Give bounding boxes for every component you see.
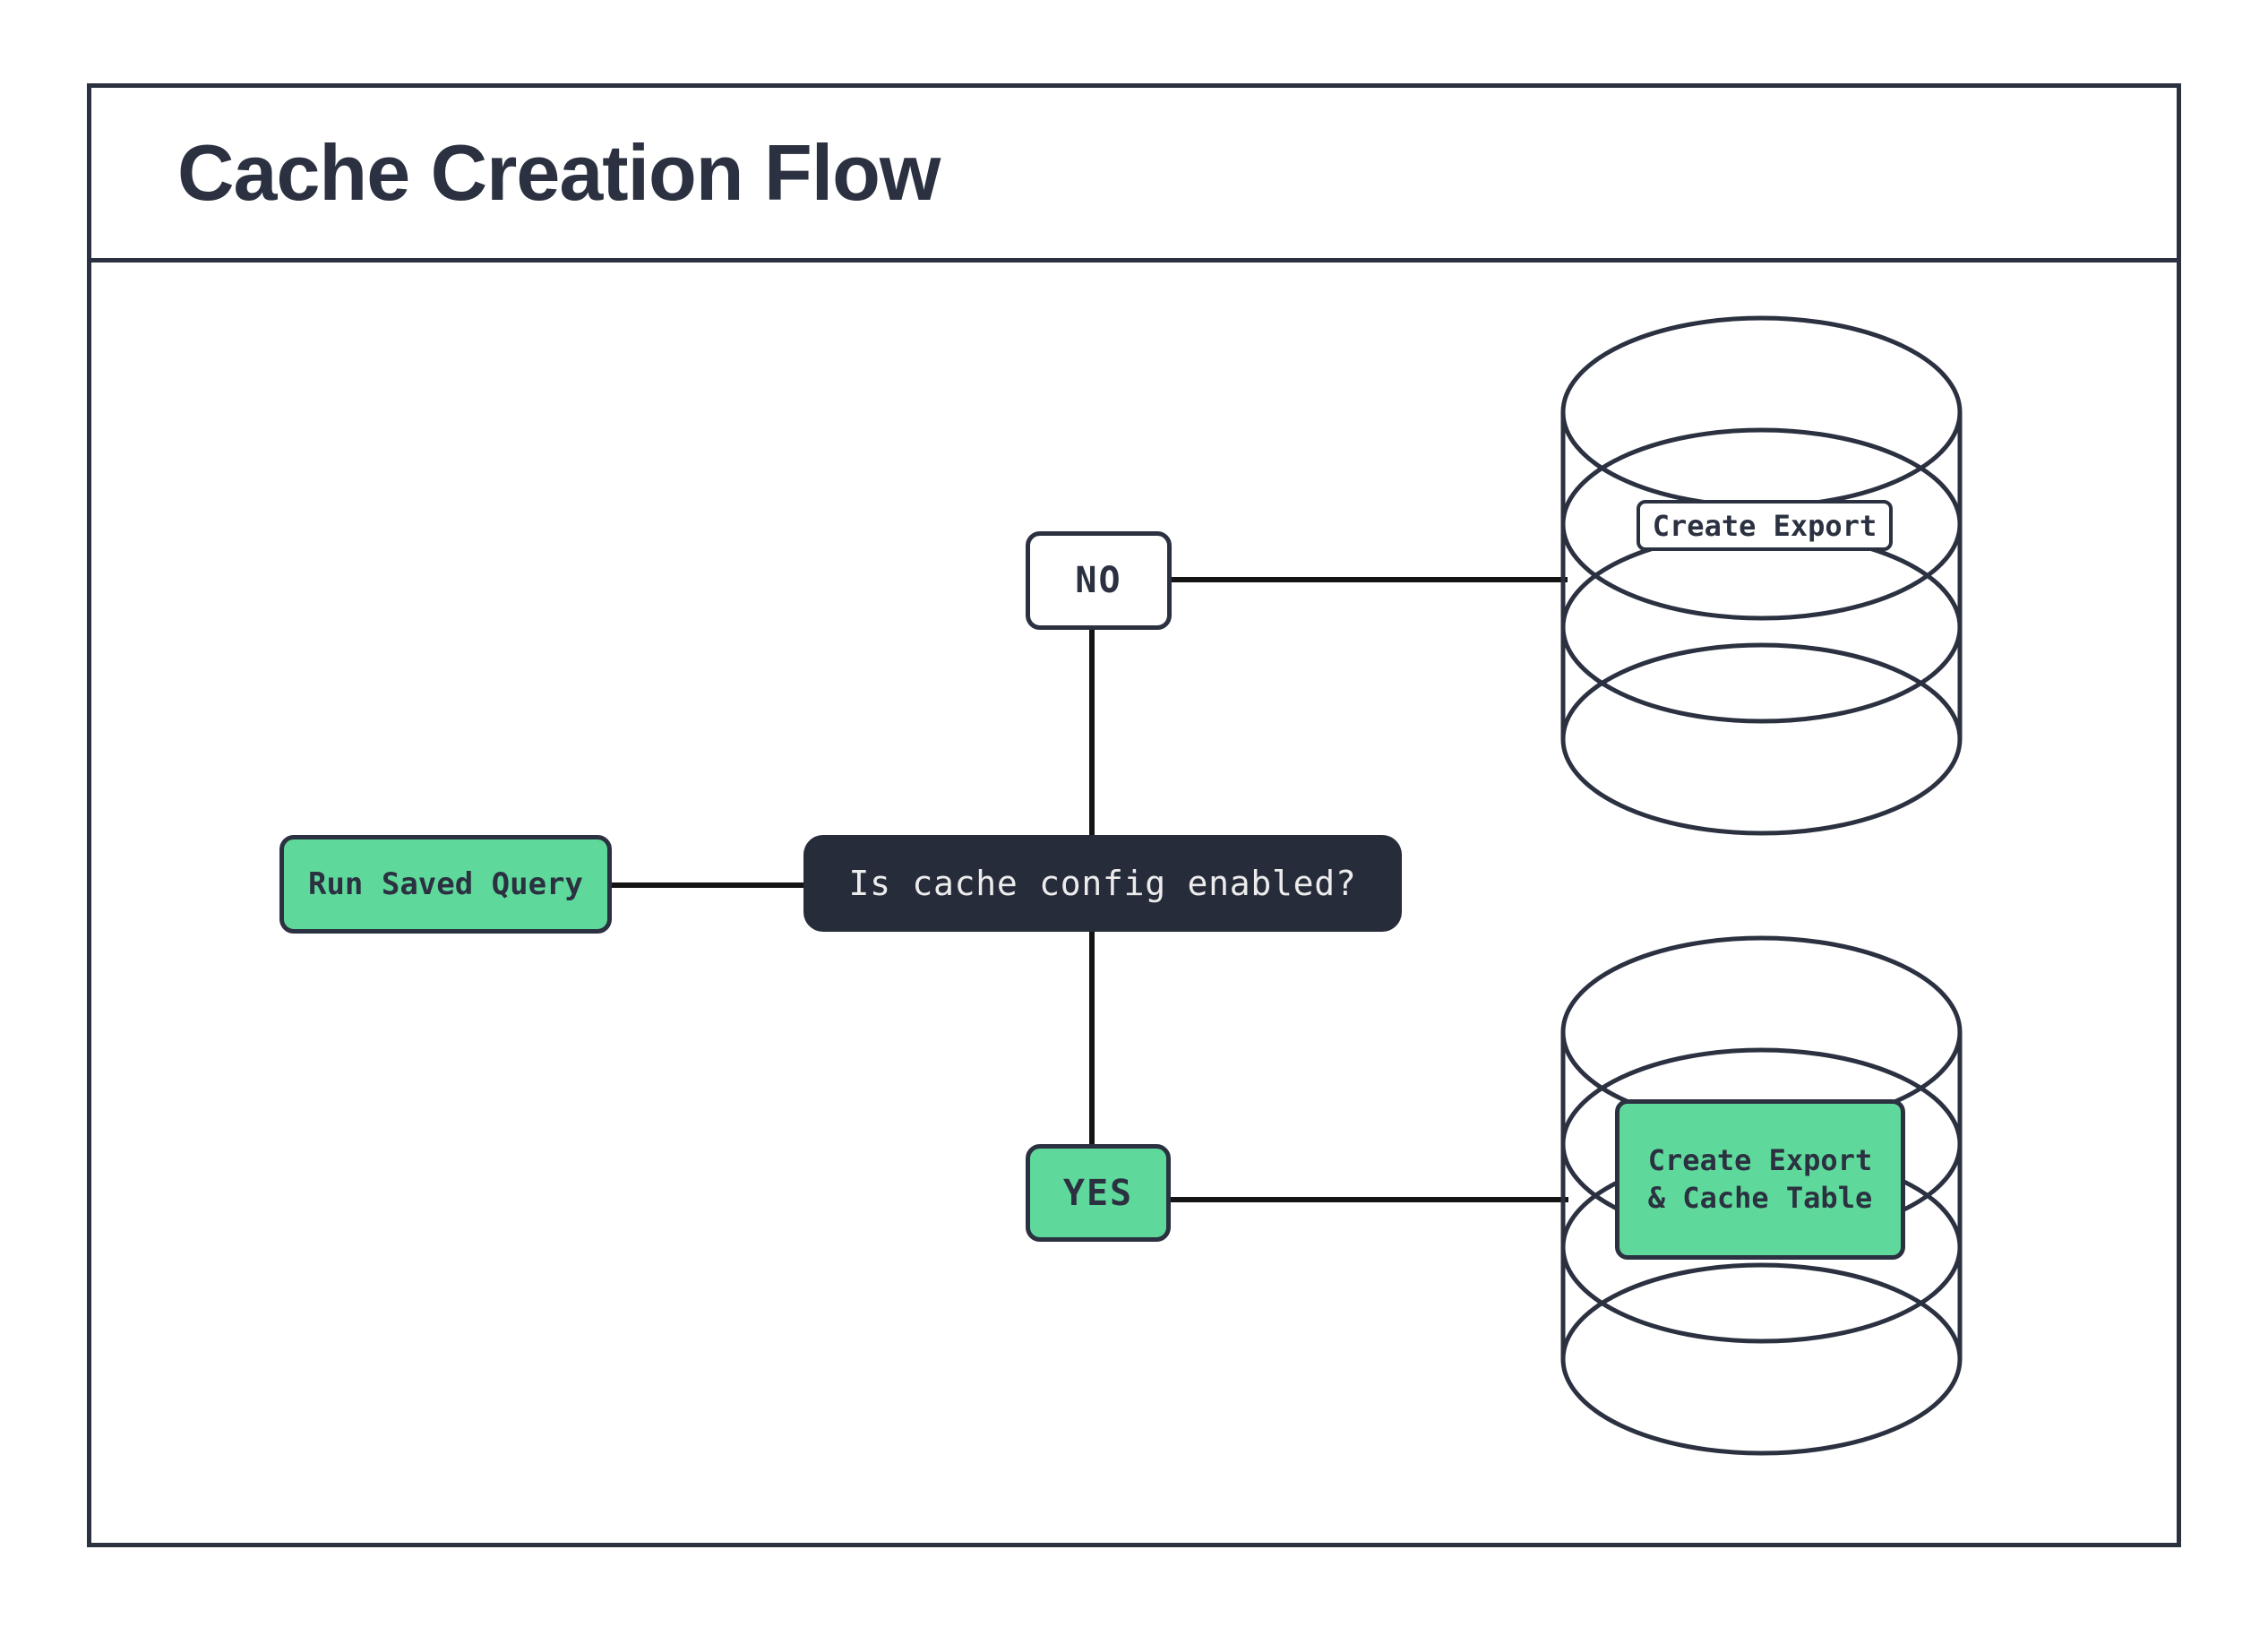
node-branch-yes: YES [1026,1144,1171,1242]
page-title: Cache Creation Flow [177,128,941,217]
node-branch-no: NO [1026,531,1172,630]
node-run-saved-query-label: Run Saved Query [307,866,584,902]
database-cylinder-top-icon [1560,315,1963,836]
diagram-frame [87,83,2181,1547]
node-create-export-cache-table-line1: Create Export [1647,1142,1873,1177]
node-run-saved-query: Run Saved Query [279,835,612,934]
node-create-export-label: Create Export [1652,508,1877,543]
node-decision-label: Is cache config enabled? [848,864,1357,903]
node-branch-yes-label: YES [1062,1172,1134,1214]
node-decision-cache-config: Is cache config enabled? [803,835,1402,932]
node-create-export: Create Export [1637,500,1893,551]
node-create-export-cache-table-line2: & Cache Table [1647,1180,1873,1215]
node-branch-no-label: NO [1075,560,1122,601]
connector-lines [612,577,1568,1202]
node-create-export-cache-table: Create Export & Cache Table [1615,1099,1905,1260]
title-divider [87,258,2181,263]
